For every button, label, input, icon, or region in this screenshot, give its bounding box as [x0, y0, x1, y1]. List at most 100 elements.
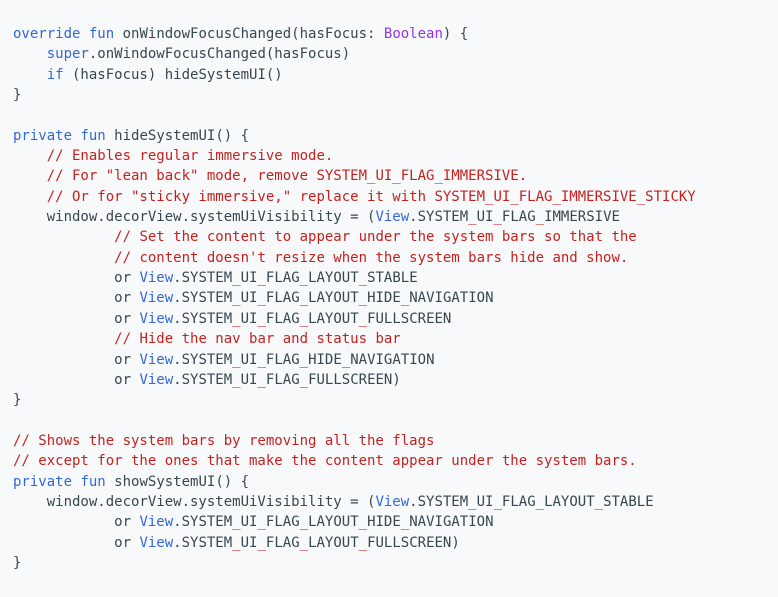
code-token: }	[13, 392, 22, 409]
code-line: // Or for "sticky immersive," replace it…	[13, 187, 778, 207]
code-token: .SYSTEM	[173, 371, 233, 388]
code-token: .SYSTEM	[173, 514, 233, 531]
code-token: LAYOUT	[308, 534, 359, 551]
underscore-token: _	[358, 310, 368, 327]
code-token: FLAG	[265, 270, 300, 287]
code-token	[13, 168, 47, 184]
underscore-token: _	[341, 351, 351, 368]
code-token: FLAG	[265, 514, 300, 531]
code-token	[13, 250, 114, 266]
code-line: if (hasFocus) hideSystemUI()	[13, 65, 778, 85]
code-token: or	[13, 371, 140, 388]
code-token: or	[13, 310, 140, 327]
underscore-token: _	[535, 493, 545, 510]
code-line: // Shows the system bars by removing all…	[13, 431, 778, 451]
code-line: // Set the content to appear under the s…	[13, 227, 778, 247]
comment-token: // Enables regular immersive mode.	[46, 148, 334, 165]
underscore-token: _	[232, 351, 241, 368]
code-token: UI	[240, 514, 258, 531]
underscore-token: _	[257, 270, 266, 287]
comment-token: // Set the content to appear under the s…	[114, 229, 637, 246]
underscore-token: _	[232, 534, 241, 551]
code-token	[13, 189, 47, 205]
keyword-token: super	[46, 46, 89, 63]
code-token	[13, 331, 114, 347]
code-token: FLAG	[265, 351, 300, 368]
underscore-token: _	[468, 209, 477, 226]
code-line: // For "lean back" mode, remove SYSTEM_U…	[13, 166, 778, 186]
code-line: // Hide the nav bar and status bar	[13, 329, 778, 349]
class-token: View	[139, 351, 174, 368]
code-token: HIDE	[367, 290, 401, 307]
code-token: or	[13, 351, 140, 368]
underscore-token: _	[358, 290, 368, 307]
keyword-token: override	[13, 26, 81, 42]
underscore-token: _	[257, 351, 266, 368]
code-token: or	[13, 534, 140, 551]
keyword-token: private	[13, 473, 73, 490]
code-token: UI	[240, 371, 258, 388]
code-token: LAYOUT	[308, 270, 359, 287]
code-token	[80, 26, 88, 42]
code-token: STABLE	[367, 270, 418, 287]
code-token: .SYSTEM	[173, 310, 233, 327]
code-token: FLAG	[265, 310, 300, 327]
underscore-token: _	[232, 290, 241, 307]
underscore-token: _	[400, 290, 410, 307]
underscore-token: _	[257, 534, 266, 551]
code-token: UI	[240, 534, 258, 551]
code-token: FULLSCREEN	[367, 310, 452, 327]
underscore-token: _	[299, 310, 309, 327]
code-line: // except for the ones that make the con…	[13, 451, 778, 471]
code-line: }	[13, 390, 778, 410]
comment-token: // For "lean back" mode, remove SYSTEM_U…	[46, 168, 528, 185]
code-token	[13, 229, 114, 245]
code-token: FLAG	[265, 371, 300, 388]
code-token: window.decorView.systemUiVisibility = (	[13, 209, 376, 226]
type-token: Boolean	[383, 26, 443, 42]
code-token: onWindowFocusChanged(hasFocus:	[114, 26, 384, 42]
code-token: FULLSCREEN)	[308, 371, 401, 388]
keyword-token: fun	[80, 473, 106, 490]
comment-token: // except for the ones that make the con…	[13, 453, 637, 470]
code-token: .SYSTEM	[409, 493, 469, 510]
code-token: LAYOUT	[308, 310, 359, 327]
underscore-token: _	[468, 493, 477, 510]
code-token: hideSystemUI() {	[105, 127, 250, 144]
code-line: or View.SYSTEM_UI_FLAG_LAYOUT_HIDE_NAVIG…	[13, 288, 778, 308]
code-line: or View.SYSTEM_UI_FLAG_LAYOUT_HIDE_NAVIG…	[13, 512, 778, 532]
underscore-token: _	[493, 209, 502, 226]
code-token: ) {	[442, 26, 469, 42]
code-line: }	[13, 85, 778, 105]
keyword-token: fun	[88, 26, 115, 42]
code-token: LAYOUT	[308, 290, 359, 307]
code-token: FLAG	[501, 493, 536, 510]
code-token: UI	[240, 290, 258, 307]
keyword-token: if	[46, 66, 64, 83]
code-token: HIDE	[308, 351, 342, 368]
class-token: View	[139, 371, 174, 388]
code-token: showSystemUI() {	[105, 473, 250, 490]
code-token: FLAG	[265, 290, 300, 307]
code-token: UI	[476, 493, 494, 510]
code-token: NAVIGATION	[409, 514, 494, 531]
underscore-token: _	[257, 310, 266, 327]
keyword-token: private	[13, 127, 73, 144]
class-token: View	[375, 493, 410, 510]
underscore-token: _	[493, 493, 502, 510]
blank-line	[13, 105, 778, 125]
code-token: (hasFocus) hideSystemUI()	[63, 66, 283, 83]
underscore-token: _	[232, 371, 241, 388]
code-token	[13, 148, 47, 164]
code-token: NAVIGATION	[409, 290, 494, 307]
underscore-token: _	[232, 310, 241, 327]
code-token: HIDE	[367, 514, 401, 531]
code-line: window.decorView.systemUiVisibility = (V…	[13, 207, 778, 227]
class-token: View	[375, 209, 410, 226]
code-token: IMMERSIVE	[544, 209, 620, 226]
code-line: or View.SYSTEM_UI_FLAG_FULLSCREEN)	[13, 370, 778, 390]
code-token: FULLSCREEN)	[367, 534, 460, 551]
class-token: View	[139, 514, 174, 531]
code-line: or View.SYSTEM_UI_FLAG_LAYOUT_FULLSCREEN	[13, 309, 778, 329]
